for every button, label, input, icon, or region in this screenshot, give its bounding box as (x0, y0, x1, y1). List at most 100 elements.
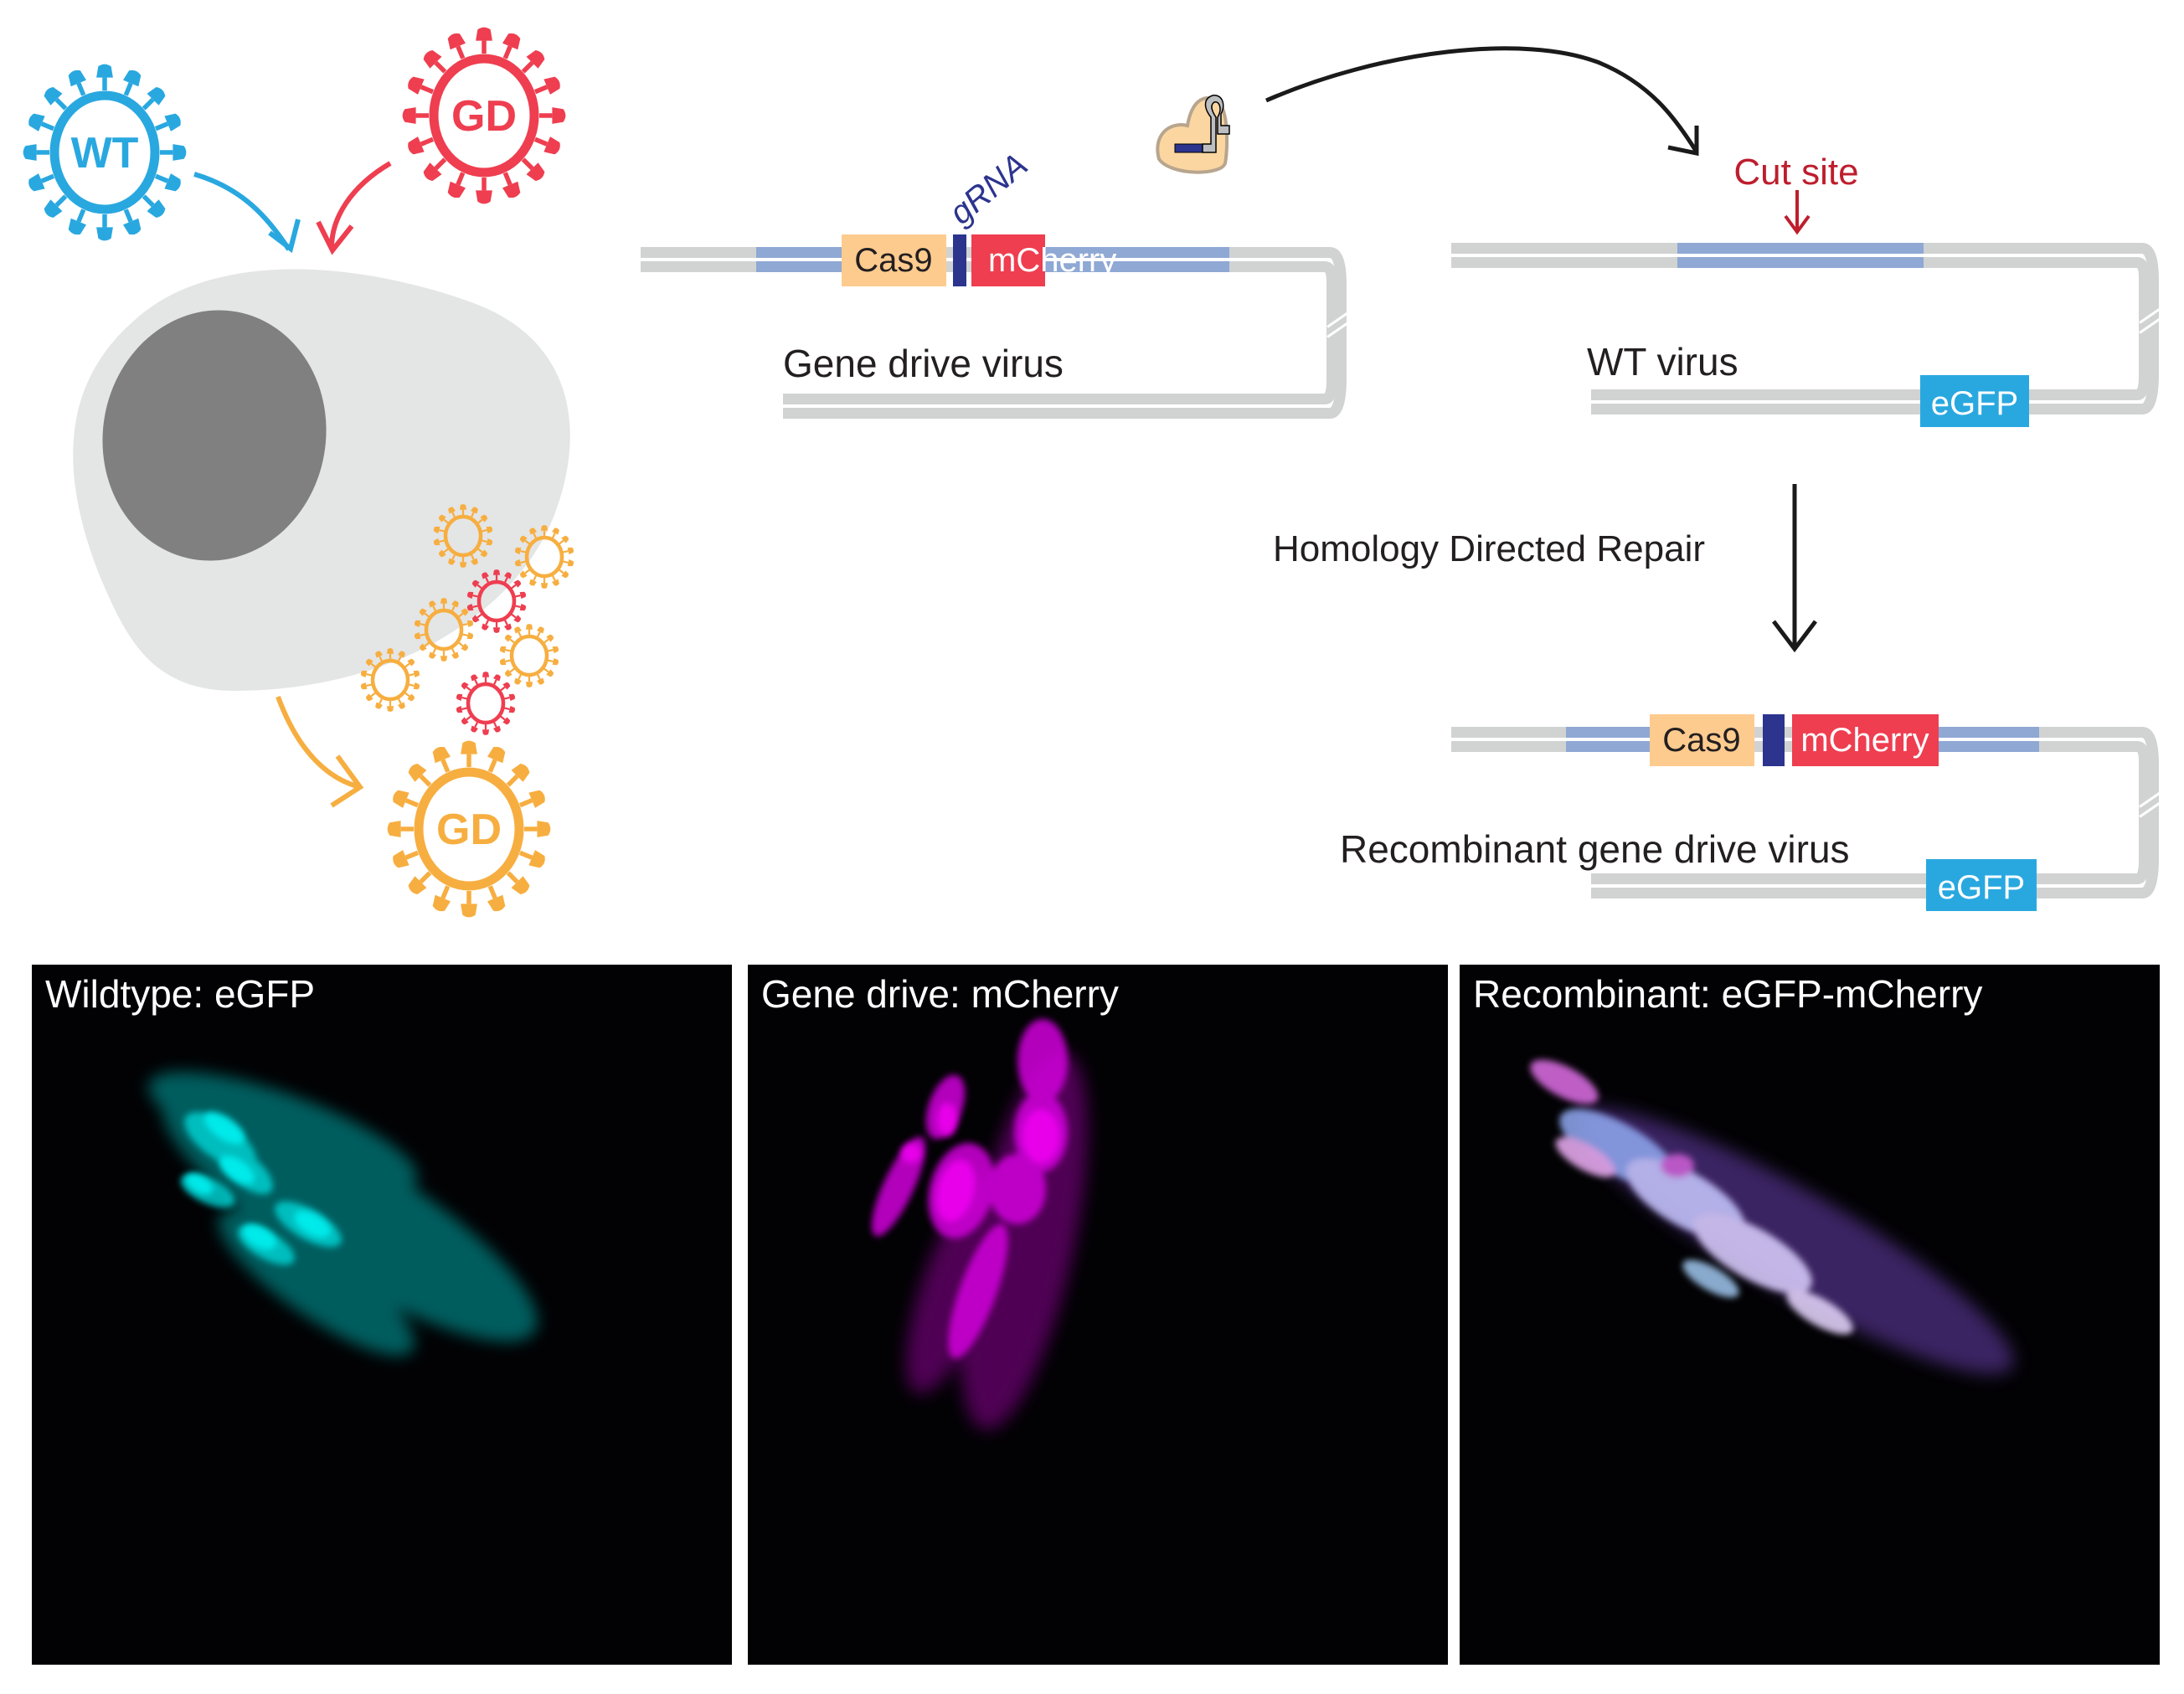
virus-spike (499, 658, 511, 666)
micrograph-wildtype-label: Wildtype: eGFP (45, 972, 316, 1016)
virus-spike (539, 107, 566, 124)
virus-spike (456, 693, 467, 701)
virus-spike (96, 64, 113, 90)
virus-spike (438, 514, 449, 524)
virus-spike (518, 790, 545, 808)
recombinant-fluorescence-image (1530, 1059, 2014, 1374)
gene-drive-virus-construct: Cas9 gRNA mCherry Gene drive virus (641, 147, 1355, 419)
gene-drive-virus-label: GD (451, 92, 517, 141)
recombinant-mcherry-block (1792, 714, 1939, 766)
virus-spike (409, 682, 420, 690)
micrograph-gene-drive-label: Gene drive: mCherry (761, 972, 1119, 1016)
virus-spike (514, 626, 523, 637)
virus-spike (492, 622, 501, 633)
small-virus-icon (514, 525, 574, 589)
virus-spike (404, 658, 415, 668)
cas9-label: Cas9 (854, 242, 932, 279)
virus-spike (448, 507, 456, 517)
wildtype-infection-arrow (193, 172, 301, 254)
virus-spike (525, 677, 533, 687)
virus-spike (68, 70, 86, 96)
virus-spike (447, 172, 466, 198)
virus-spike (462, 620, 474, 627)
virus-spike (419, 641, 430, 651)
virus-spike (360, 682, 372, 690)
virus-spike (393, 850, 420, 868)
virus-spike (429, 648, 437, 659)
progeny-virus-cluster (360, 504, 574, 735)
virus-spike (511, 579, 522, 590)
wildtype-virus-label: WT (71, 129, 139, 178)
virus-spike (386, 648, 394, 659)
virus-spike (456, 706, 467, 713)
virus-spike (448, 554, 456, 565)
virus-spike (375, 651, 384, 662)
virus-spike (459, 557, 467, 568)
release-arrow (276, 695, 364, 808)
virus-spike (529, 528, 538, 538)
virus-spike (397, 651, 405, 662)
virus-spike (414, 632, 425, 640)
virus-spike (477, 514, 488, 524)
egfp-block (1920, 375, 2029, 427)
grna-block (953, 234, 966, 286)
virus-spike (514, 547, 526, 554)
virus-spike (500, 682, 511, 692)
recombinant-cas9-label: Cas9 (1662, 722, 1740, 759)
recombinant-egfp-label: eGFP (1938, 869, 2025, 906)
recombinant-virus-title: Recombinant gene drive virus (1340, 827, 1850, 871)
hdr-label: Homology Directed Repair (1273, 528, 1705, 569)
cell-cartoon (73, 269, 570, 691)
micrograph-wildtype: Wildtype: eGFP (32, 965, 732, 1665)
virus-spike (28, 173, 55, 192)
virus-spike (543, 634, 554, 644)
micrograph-recombinant-label: Recombinant: eGFP-mCherry (1473, 972, 1983, 1016)
virus-spike (536, 674, 544, 685)
small-virus-icon (466, 569, 527, 633)
virus-spike (461, 715, 471, 725)
virus-spike (504, 667, 515, 677)
virus-spike (471, 674, 479, 685)
virus-spike (514, 674, 523, 685)
virus-spike (506, 871, 530, 894)
virus-spike (365, 658, 376, 668)
virus-spike (482, 672, 490, 682)
virus-spike (470, 554, 478, 565)
virus-spike (404, 692, 415, 702)
virus-spike (471, 722, 479, 733)
virus-spike (487, 746, 506, 773)
virus-spike (540, 525, 549, 536)
virus-spike (482, 526, 493, 533)
virus-spike (502, 172, 521, 198)
virus-spike (423, 157, 447, 181)
wildtype-virus-icon: WT (23, 64, 187, 241)
virus-spike (429, 600, 437, 611)
virus-spike (519, 535, 530, 545)
virus-spike (440, 598, 448, 609)
virus-spike (433, 538, 445, 546)
recombinant-egfp-block (1926, 859, 2037, 911)
small-virus-icon (414, 598, 474, 662)
small-virus-icon (433, 504, 493, 568)
virus-spike (477, 548, 488, 558)
virus-spike (123, 70, 142, 96)
virus-spike (466, 604, 478, 611)
virus-spike (559, 535, 569, 545)
small-virus-icon (456, 672, 516, 735)
virus-spike (482, 572, 490, 583)
virus-spike (462, 632, 474, 640)
virus-spike (440, 651, 448, 662)
virus-spike (551, 575, 559, 586)
virus-spike (461, 740, 477, 767)
virus-spike (438, 548, 449, 558)
virus-spike (447, 33, 466, 59)
micrograph-recombinant: Recombinant: eGFP-mCherry (1460, 965, 2160, 1665)
virus-spike (402, 107, 429, 124)
virus-spike (423, 50, 447, 74)
virus-spike (563, 559, 574, 567)
virus-spike (397, 698, 405, 709)
virus-spike (563, 547, 574, 554)
virus-spike (96, 214, 113, 241)
virus-spike (360, 670, 372, 677)
wildtype-fluorescence-image (148, 1072, 538, 1356)
